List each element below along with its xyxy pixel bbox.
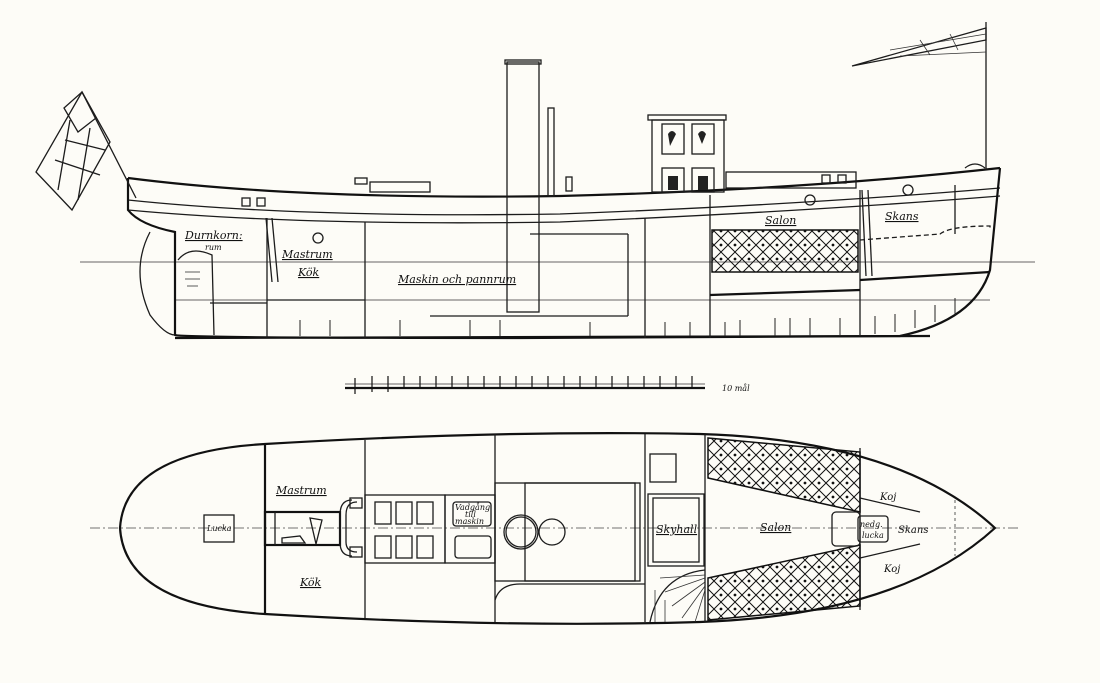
porthole [804,194,816,206]
sheer-line [127,166,1001,198]
label-salon: Salon [765,214,796,227]
skylight [369,181,431,193]
forward-hatch [831,511,861,547]
steam-pipe [547,107,555,197]
ensign-flag [35,90,137,212]
label-hatch-1: nedg. [860,520,883,529]
label-stern-cabin: Durnkorn: [184,229,243,242]
wheelhouse [647,114,727,193]
wheelhouse-plan [647,493,705,567]
porthole [312,232,324,244]
bollard [241,197,251,207]
deck-outline [118,432,997,625]
funnel-plan [505,516,537,548]
label-kok-plan: Kök [299,576,322,589]
hatch-lucka [203,514,235,543]
label-engine-room: Maskin och pannrum [397,273,516,286]
deck-plan: Lucka Vadgång till maskin Skyhall [90,432,1020,625]
label-skans-plan: Skans [898,525,928,536]
label-hatch-2: lucka [862,531,884,540]
hull-outline [126,167,1002,340]
berth-bottom [707,544,861,621]
label-mastrum-plan: Mastrum [275,484,327,497]
spiral-stair [649,569,706,623]
salon-berths [711,229,859,273]
label-salon-plan: Salon [760,521,791,534]
label-koj-bottom: Koj [883,564,900,575]
access-note-box [452,501,492,527]
profile-view: Durnkorn: rum Mastrum Kök Maskin och pan… [35,22,1035,340]
label-mastrum: Mastrum [281,248,333,261]
rudder [139,231,176,336]
label-stern-cabin-sub: rum [205,243,222,252]
steam-pipe-plan [538,518,566,546]
pennant-flag [851,22,987,170]
label-skans: Skans [885,210,919,223]
funnel [506,61,540,313]
berth-top [707,437,861,513]
scale-label: 10 mål [722,384,750,393]
label-note-2: till [465,510,476,519]
label-skyhall: Skyhall [656,523,698,536]
label-kok: Kök [297,266,320,279]
label-koj-top: Koj [879,492,896,503]
label-note-3: maskin [455,517,484,526]
scale-bar: 10 mål [345,376,750,394]
label-note-1: Vadgång [455,503,490,512]
porthole [902,184,914,196]
label-lucka: Lucka [206,524,232,533]
